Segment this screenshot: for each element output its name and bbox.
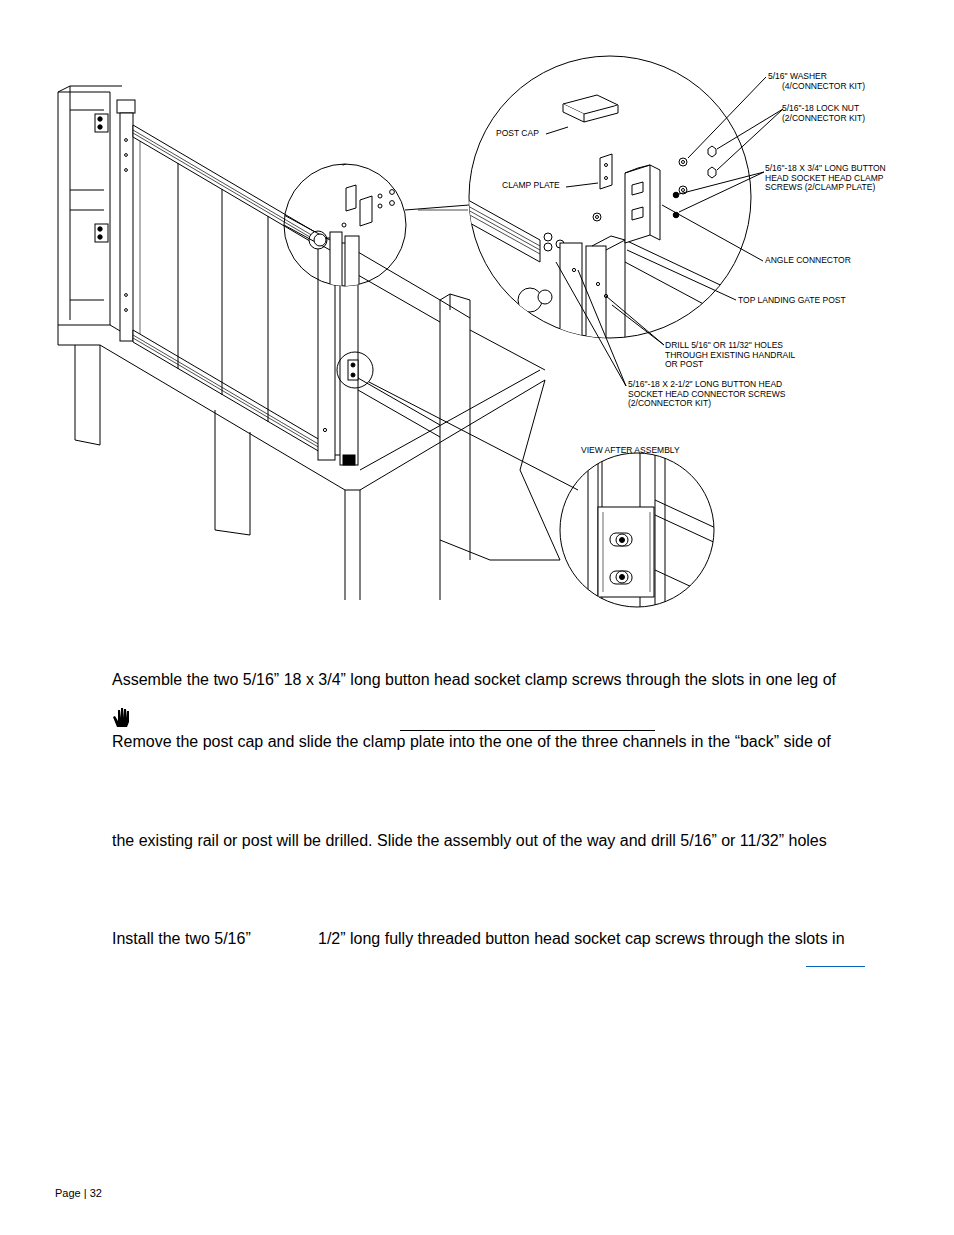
body-text: 1/2” long fully threaded button head soc… <box>318 929 845 948</box>
body-text: Assemble the two 5/16” 18 x 3/4” long bu… <box>112 670 836 689</box>
exploded-detail-circle <box>418 56 783 386</box>
callout-label: 5/16" WASHER (4/CONNECTOR KIT) <box>768 72 874 91</box>
detail-circle <box>284 150 469 296</box>
top-landing-gate-post <box>309 231 470 600</box>
callout-label: TOP LANDING GATE POST <box>738 296 846 306</box>
callout-label: 5/16"-18 LOCK NUT (2/CONNECTOR KIT) <box>782 104 882 123</box>
callout-label: CLAMP PLATE <box>502 181 560 191</box>
callout-label: 5/16"-18 X 2-1/2" LONG BUTTON HEAD SOCKE… <box>628 380 788 409</box>
landing-structure <box>58 86 560 600</box>
callout-label: POST CAP <box>496 129 539 139</box>
link-underline <box>806 966 865 967</box>
callout-label: DRILL 5/16" OR 11/32" HOLES THROUGH EXIS… <box>665 341 807 370</box>
body-text: Remove the post cap and slide the clamp … <box>112 732 831 751</box>
page-number: Page | 32 <box>55 1187 102 1200</box>
gate-post <box>117 100 135 341</box>
caution-hand-icon <box>113 708 129 727</box>
callout-label: VIEW AFTER ASSEMBLY <box>581 446 680 456</box>
body-text: Install the two 5/16” <box>112 929 251 948</box>
callout-label: ANGLE CONNECTOR <box>765 256 851 266</box>
underline <box>400 730 655 731</box>
callout-label: 5/16"-18 X 3/4" LONG BUTTON HEAD SOCKET … <box>765 164 907 193</box>
body-text: the existing rail or post will be drille… <box>112 831 827 850</box>
gate-panel <box>133 125 320 452</box>
